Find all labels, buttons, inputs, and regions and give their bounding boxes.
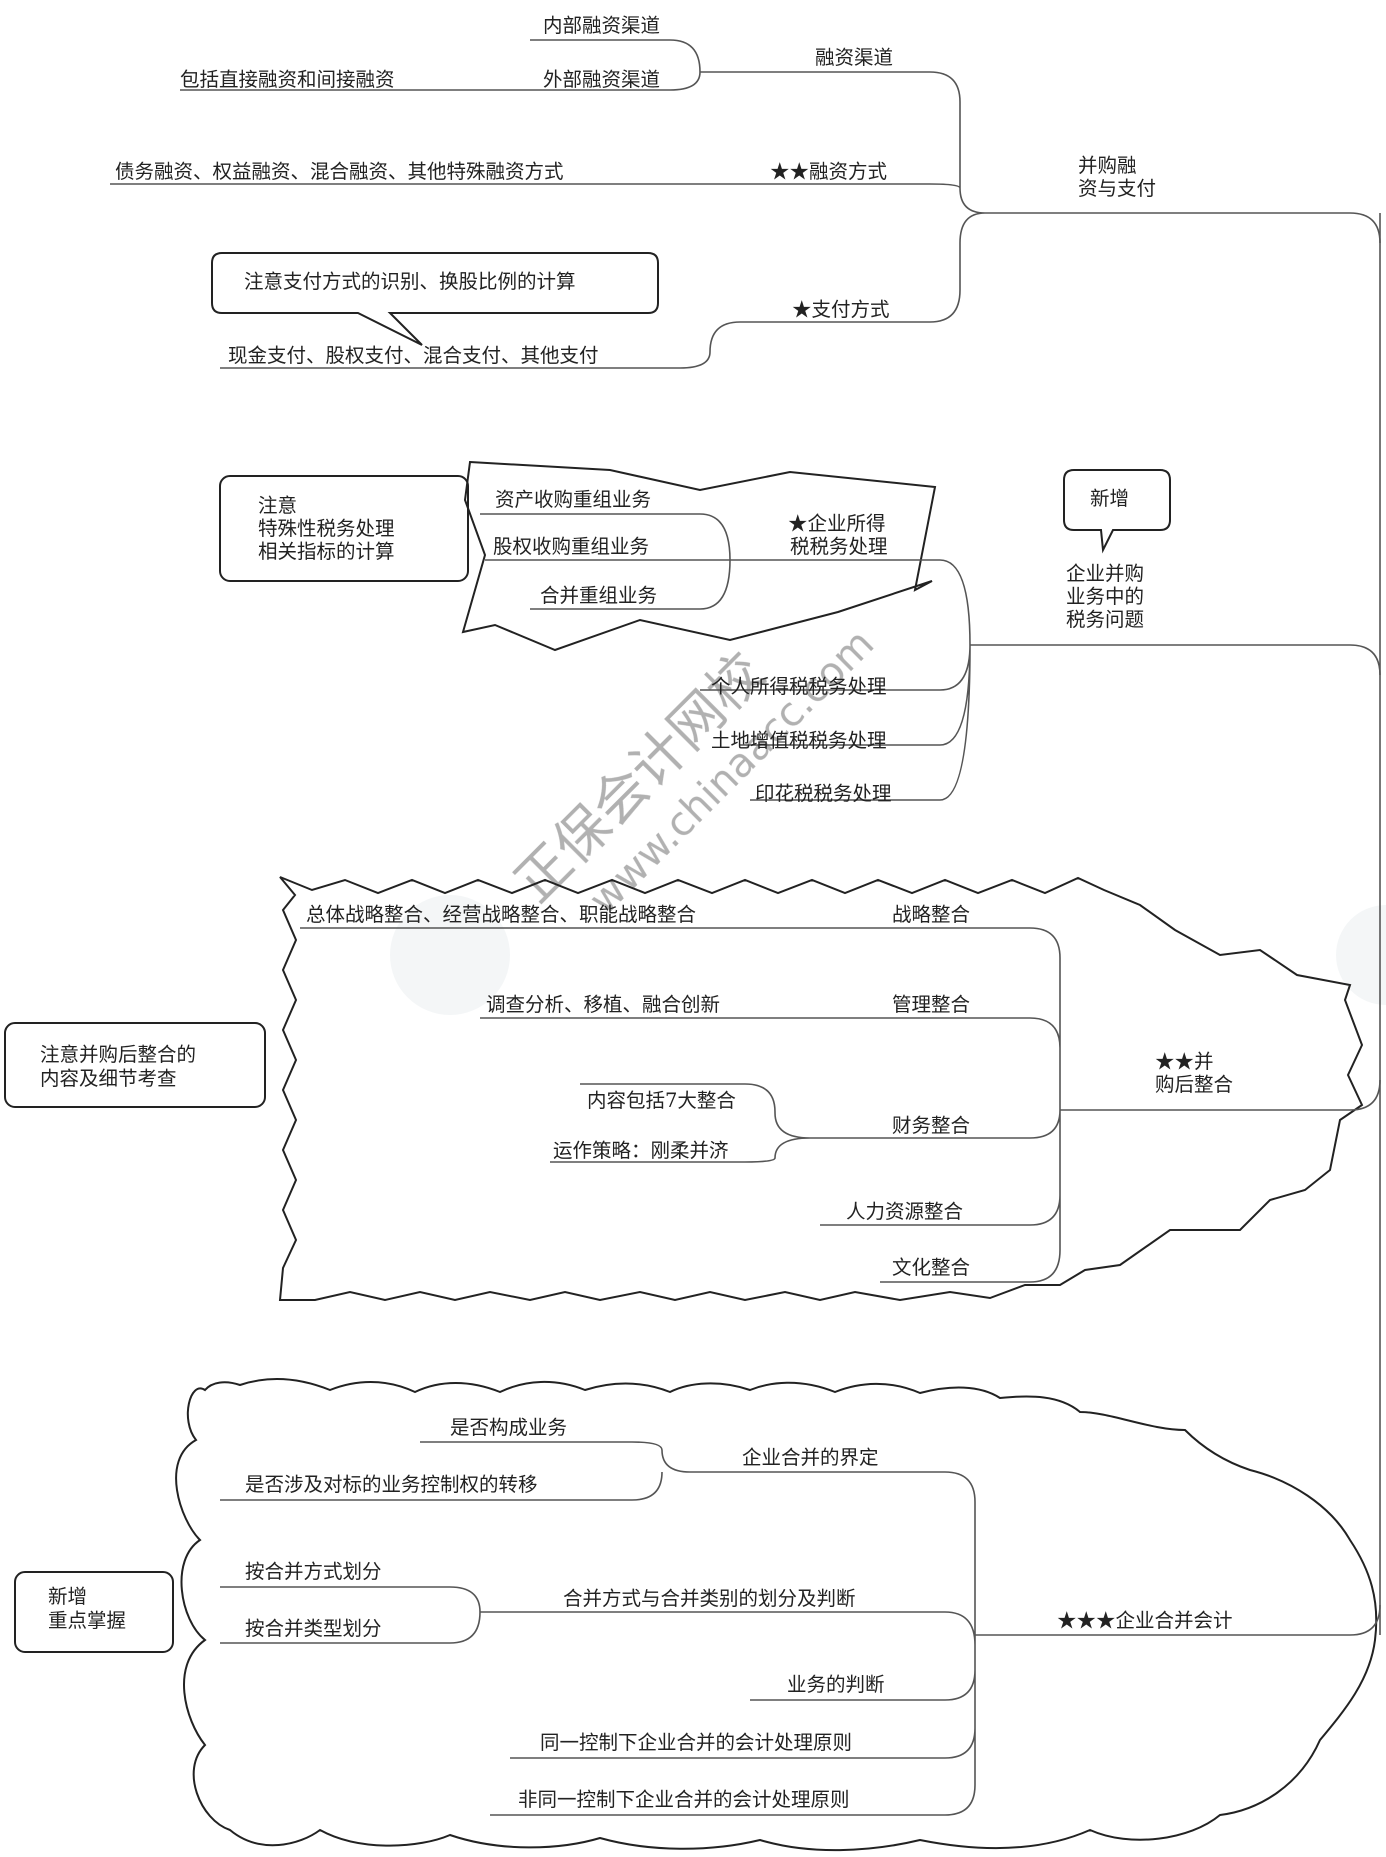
- cit-note-2: 特殊性税务处理: [258, 517, 395, 540]
- cit-label-2: 税税务处理: [790, 535, 888, 558]
- payment-detail-line: [220, 321, 741, 369]
- non-same-control-principle: 非同一控制下企业合并的会计处理原则: [518, 1788, 850, 1811]
- cit-note-1: 注意: [258, 494, 297, 517]
- accounting-cloud-frame: [175, 1377, 1378, 1852]
- financing-branch: 并购融 资与支付 融资渠道 内部融资渠道 外部融资渠道 包括直接融资和间接融资 …: [115, 14, 1156, 367]
- definition-label: 企业合并的界定: [742, 1446, 879, 1469]
- hr-label: 人力资源整合: [846, 1200, 963, 1223]
- definition-split: [220, 1441, 720, 1501]
- tax-lat: 土地增值税税务处理: [711, 729, 887, 752]
- classification-sub-2: 按合并类型划分: [245, 1617, 382, 1640]
- finance-split: [550, 1083, 811, 1163]
- integration-note-box: [4, 1022, 266, 1108]
- channels-external: 外部融资渠道: [543, 68, 660, 91]
- integration-label-2: 购后整合: [1155, 1073, 1233, 1096]
- finance-sub-2: 运作策略：刚柔并济: [553, 1139, 729, 1162]
- tax-branch: 新增 企业并购 业务中的 税务问题 ★企业所得 税税务处理 资产收购重组业务 股…: [258, 487, 1144, 805]
- definition-sub-2: 是否涉及对标的业务控制权的转移: [245, 1473, 538, 1496]
- strategy-detail: 总体战略整合、经营战略整合、职能战略整合: [306, 903, 696, 926]
- definition-sub-1: 是否构成业务: [450, 1416, 567, 1439]
- channels-split: [480, 39, 800, 91]
- integration-fan: [810, 927, 1061, 1283]
- cit-split: [480, 513, 760, 610]
- integration-jagged-frame: [278, 876, 1364, 1302]
- financing-branch-line: [985, 212, 1381, 244]
- tax-label-1: 企业并购: [1066, 562, 1144, 585]
- cit-note-3: 相关指标的计算: [258, 540, 395, 563]
- cit-note-box: [219, 475, 469, 582]
- tax-label-3: 税务问题: [1066, 608, 1144, 631]
- cit-jagged-frame: [461, 460, 937, 652]
- classification-label: 合并方式与合并类别的划分及判断: [563, 1587, 856, 1610]
- accounting-fan: [480, 1471, 976, 1816]
- integration-label-1: ★★并: [1155, 1050, 1214, 1073]
- classification-split: [220, 1586, 481, 1644]
- cit-item-merger: 合并重组业务: [540, 584, 657, 607]
- methods-label: ★★融资方式: [770, 160, 887, 183]
- channels-internal: 内部融资渠道: [543, 14, 660, 37]
- accounting-note-1: 新增: [48, 1585, 87, 1608]
- tax-branch-line: [970, 644, 1381, 676]
- cit-item-equity: 股权收购重组业务: [493, 535, 649, 558]
- integration-branch: ★★并 购后整合 注意并购后整合的 内容及细节考查 战略整合 总体战略整合、经营…: [40, 903, 1233, 1279]
- accounting-branch: ★★★企业合并会计 新增 重点掌握 企业合并的界定 是否构成业务 是否涉及对标的…: [48, 1416, 1233, 1811]
- shapes: [4, 252, 1378, 1852]
- accounting-note-box: [14, 1571, 174, 1653]
- cit-label-1: ★企业所得: [788, 512, 886, 535]
- methods-detail: 债务融资、权益融资、混合融资、其他特殊融资方式: [115, 160, 564, 183]
- accounting-note-2: 重点掌握: [48, 1609, 126, 1632]
- integration-branch-line: [1060, 1079, 1381, 1111]
- payment-callout-bubble: [211, 252, 659, 346]
- connectors: [110, 39, 1381, 1816]
- accounting-label: ★★★企业合并会计: [1057, 1609, 1233, 1632]
- tax-new-callout-bubble: [1063, 469, 1171, 554]
- tax-stamp: 印花税税务处理: [755, 782, 892, 805]
- financing-label-1: 并购融: [1078, 154, 1137, 177]
- management-label: 管理整合: [892, 993, 970, 1016]
- tax-fan: [700, 559, 971, 801]
- watermark-logo-edge-icon: [1336, 905, 1386, 1005]
- management-detail: 调查分析、移植、融合创新: [486, 993, 720, 1016]
- finance-label: 财务整合: [892, 1114, 970, 1137]
- culture-label: 文化整合: [892, 1256, 970, 1279]
- channels-external-note: 包括直接融资和间接融资: [180, 68, 395, 91]
- financing-fan: [615, 71, 986, 323]
- classification-sub-1: 按合并方式划分: [245, 1560, 382, 1583]
- cit-item-asset: 资产收购重组业务: [495, 488, 651, 511]
- same-control-principle: 同一控制下企业合并的会计处理原则: [540, 1731, 852, 1754]
- tax-label-2: 业务中的: [1066, 585, 1144, 608]
- financing-label-2: 资与支付: [1078, 177, 1156, 200]
- payment-callout-text: 注意支付方式的识别、换股比例的计算: [244, 270, 576, 293]
- tax-new-callout-text: 新增: [1090, 487, 1129, 510]
- strategy-label: 战略整合: [892, 903, 970, 926]
- business-judgement: 业务的判断: [787, 1673, 885, 1696]
- integration-note-1: 注意并购后整合的: [40, 1043, 196, 1066]
- channels-label: 融资渠道: [815, 46, 893, 69]
- accounting-branch-line: [975, 1604, 1381, 1636]
- watermark-logo-icon: [390, 895, 510, 1015]
- integration-note-2: 内容及细节考查: [40, 1067, 177, 1090]
- payment-label: ★支付方式: [792, 298, 890, 321]
- payment-detail: 现金支付、股权支付、混合支付、其他支付: [228, 344, 599, 367]
- finance-sub-1: 内容包括7大整合: [587, 1089, 736, 1112]
- tax-iit: 个人所得税税务处理: [711, 675, 887, 698]
